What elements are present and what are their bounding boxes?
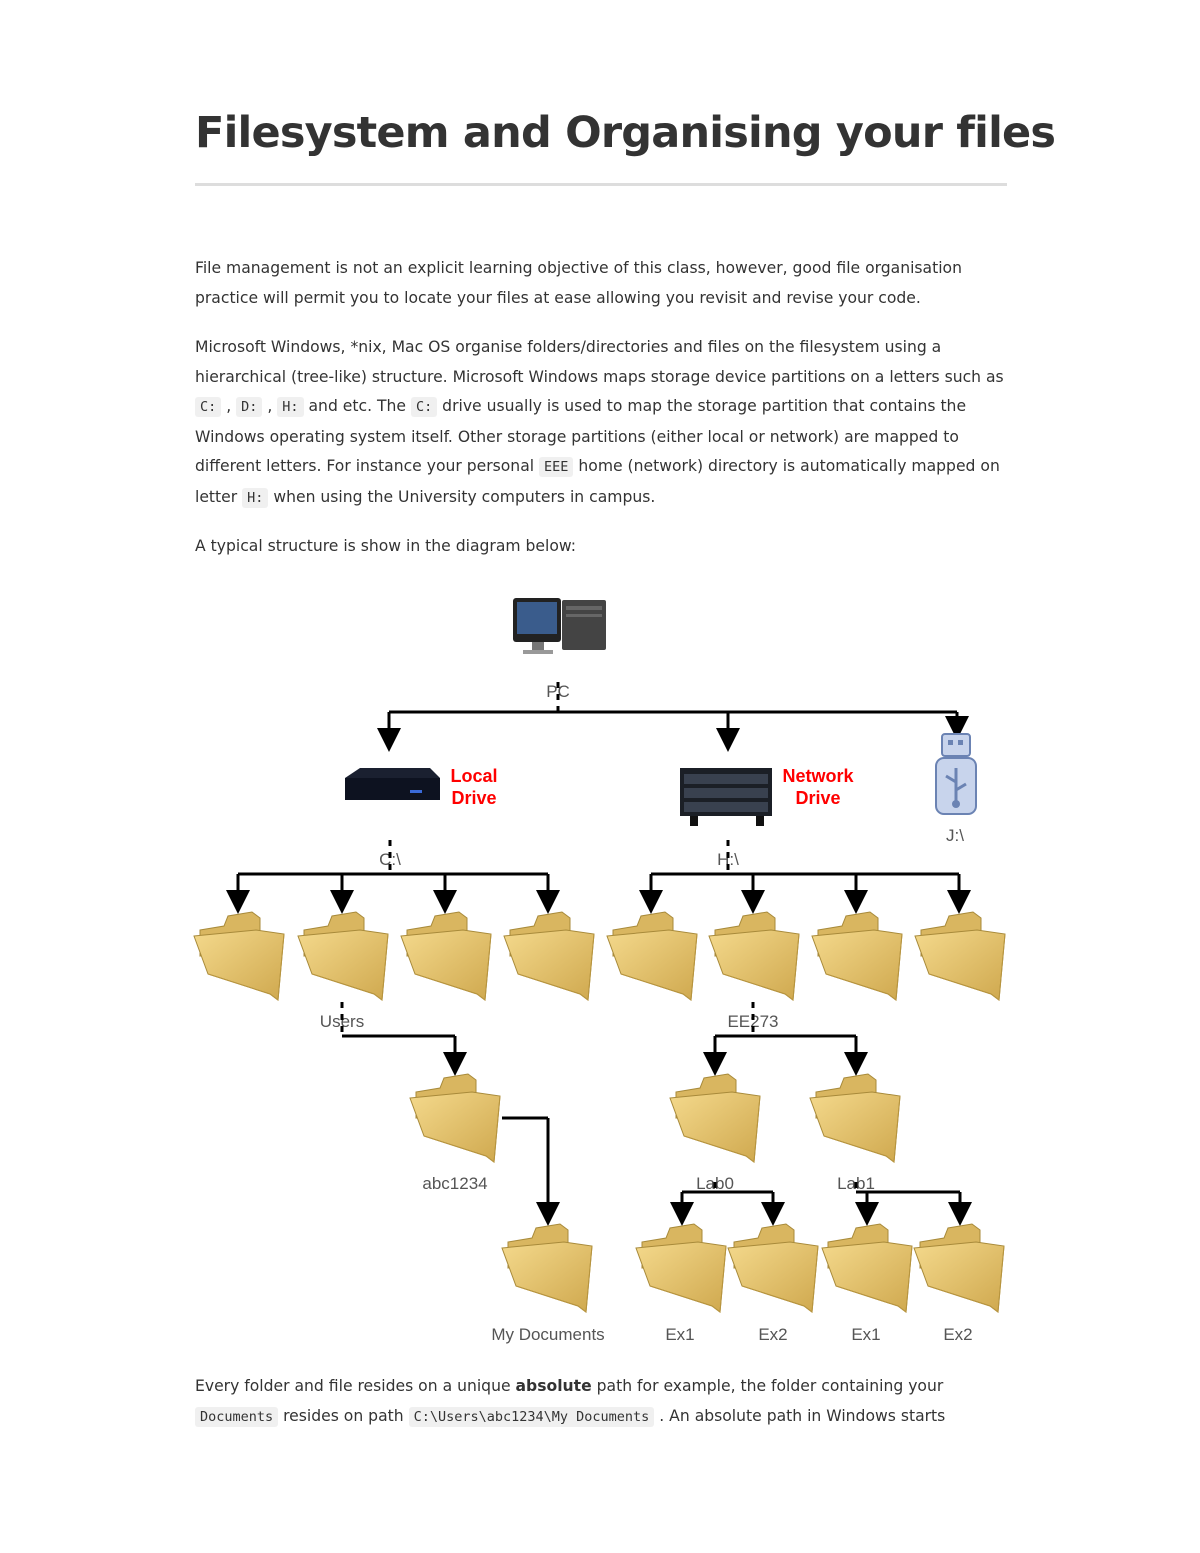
folder-icon xyxy=(193,911,285,1001)
pc-icon xyxy=(513,598,606,654)
code-eee: EEE xyxy=(539,457,574,478)
ee273-label: EE273 xyxy=(727,1012,778,1031)
text-span: drive usually is used to map the storage… xyxy=(195,397,967,476)
c-drive-label: C:\ xyxy=(379,850,401,869)
folder-icon xyxy=(809,1073,901,1163)
text-span: path for example, the folder containing … xyxy=(591,1377,944,1395)
local-drive-label: Drive xyxy=(451,788,496,808)
folder-icon xyxy=(503,911,595,1001)
local-drive-icon xyxy=(345,768,440,800)
text-span: , xyxy=(262,397,278,416)
h-drive-label: H:\ xyxy=(717,850,739,869)
network-drive-icon xyxy=(680,768,772,826)
text-span: resides on path xyxy=(278,1406,409,1425)
code-c-drive: C: xyxy=(195,397,222,418)
folder-icon xyxy=(669,1073,761,1163)
code-h-drive: H: xyxy=(242,487,269,508)
my-documents-label: My Documents xyxy=(491,1325,604,1344)
text-span: home (network) directory is automaticall… xyxy=(195,457,1000,506)
folder-icon xyxy=(606,911,698,1001)
usb-drive-icon xyxy=(935,733,977,815)
code-d-drive: D: xyxy=(236,397,263,418)
folder-icon xyxy=(913,1223,1005,1313)
absolute-path-paragraph: Every folder and file resides on a uniqu… xyxy=(195,1372,1007,1432)
folder-icon xyxy=(811,911,903,1001)
folder-icon xyxy=(727,1223,819,1313)
page-title: Filesystem and Organising your files xyxy=(195,108,1056,158)
text-span: Microsoft Windows, *nix, Mac OS organise… xyxy=(195,338,1004,386)
text-span: when using the University computers in c… xyxy=(268,487,656,506)
folder-icon xyxy=(708,911,800,1001)
diagram-intro-paragraph: A typical structure is show in the diagr… xyxy=(195,537,577,555)
j-drive-label: J:\ xyxy=(946,826,964,845)
folder-icon xyxy=(821,1223,913,1313)
code-h-drive: H: xyxy=(277,397,304,418)
code-documents: Documents xyxy=(195,1406,279,1427)
local-drive-label: Local xyxy=(450,766,497,786)
intro-paragraph: File management is not an explicit learn… xyxy=(195,259,962,307)
network-drive-label: Network xyxy=(782,766,854,786)
drive-letters-paragraph: Microsoft Windows, *nix, Mac OS organise… xyxy=(195,333,1007,514)
text-span: Every folder and file resides on a uniqu… xyxy=(195,1377,516,1395)
filesystem-tree-diagram: PC Local Drive Network Drive J:\ C:\ H:\ xyxy=(193,598,1006,1344)
folder-icon xyxy=(914,911,1006,1001)
network-drive-label: Drive xyxy=(795,788,840,808)
text-span: , xyxy=(221,397,237,416)
code-c-drive: C: xyxy=(410,397,438,418)
folder-icon xyxy=(297,911,389,1001)
text-span: and etc. The xyxy=(303,397,411,416)
ex1-label: Ex1 xyxy=(851,1325,880,1344)
code-path: C:\Users\abc1234\My Documents xyxy=(408,1406,655,1427)
ex1-label: Ex1 xyxy=(665,1325,694,1344)
ex2-label: Ex2 xyxy=(758,1325,787,1344)
bold-term: absolute xyxy=(515,1377,592,1395)
abc1234-label: abc1234 xyxy=(422,1174,487,1193)
title-divider xyxy=(195,183,1007,186)
text-span: . An absolute path in Windows starts xyxy=(654,1406,946,1425)
pc-label: PC xyxy=(546,682,570,701)
folder-icon xyxy=(409,1073,501,1163)
ex2-label: Ex2 xyxy=(943,1325,972,1344)
folder-icon xyxy=(400,911,492,1001)
folder-icon xyxy=(635,1223,727,1313)
folder-icon xyxy=(501,1223,593,1313)
users-label: Users xyxy=(320,1012,364,1031)
